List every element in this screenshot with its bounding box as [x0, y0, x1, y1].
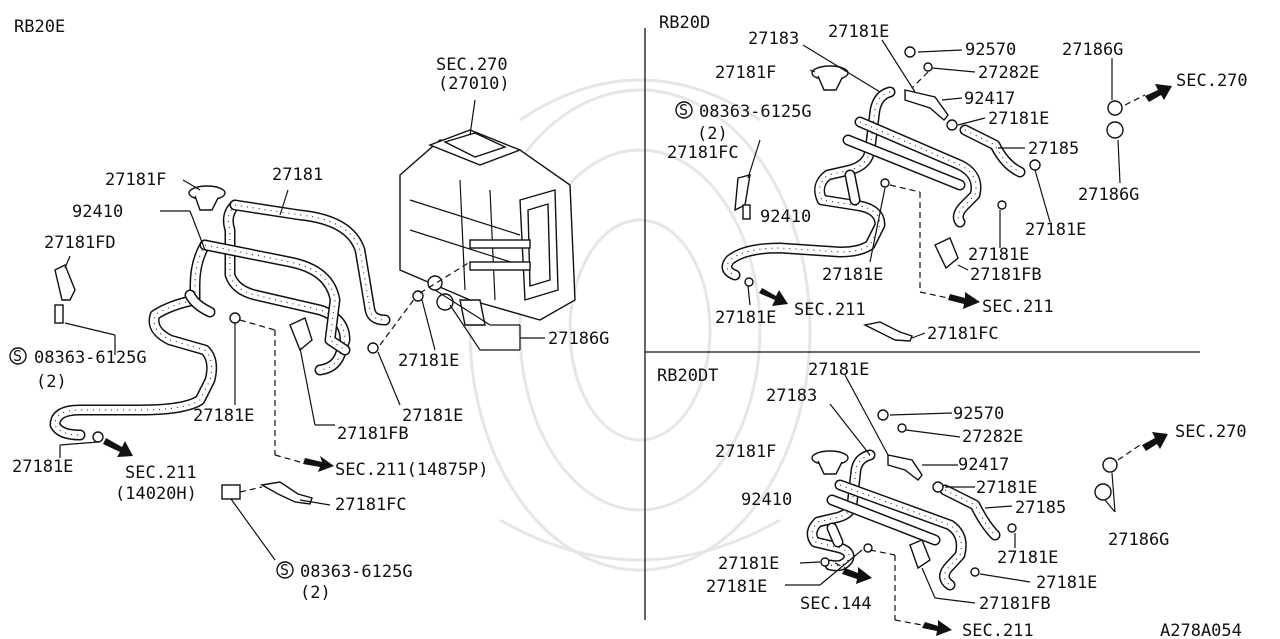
- label-bolt2-qty: (2): [300, 583, 331, 603]
- label-rb20d-27183: 27183: [748, 29, 799, 49]
- leader-lines-rb20d: [747, 39, 1146, 339]
- label-rb20dt-92410: 92410: [741, 490, 792, 510]
- label-sec270-sub: (27010): [438, 74, 510, 94]
- label-rb20dt-27181e-l1: 27181E: [718, 554, 779, 574]
- label-27181fd: 27181FD: [44, 233, 116, 253]
- s-mark-icon: [276, 561, 294, 579]
- label-rb20d-sec211-a: SEC.211: [794, 300, 866, 320]
- label-bolt-qty: (2): [36, 372, 67, 392]
- label-27181f: 27181F: [105, 170, 166, 190]
- label-sec211-a: SEC.211(14875P): [335, 460, 489, 480]
- label-rb20dt-27183: 27183: [766, 386, 817, 406]
- label-rb20dt-92417: 92417: [958, 455, 1009, 475]
- label-27181e-d: 27181E: [12, 457, 73, 477]
- section-title-rb20e: RB20E: [14, 17, 65, 37]
- label-rb20d-27181e-r2: 27181E: [1025, 220, 1086, 240]
- label-rb20d-27181e-m2: 27181E: [968, 245, 1029, 265]
- section-title-rb20d: RB20D: [659, 13, 710, 33]
- label-rb20d-27181e-m: 27181E: [822, 265, 883, 285]
- label-rb20dt-sec144: SEC.144: [800, 594, 872, 614]
- arrow-rb20d-sec211-b: [948, 292, 980, 309]
- label-27186g: 27186G: [548, 329, 609, 349]
- clamp-parts-rb20dt: [811, 409, 1118, 577]
- heater-unit-drawing: [399, 129, 576, 326]
- label-rb20dt-27181e-r3: 27181E: [1036, 573, 1097, 593]
- label-rb20dt-sec270: SEC.270: [1175, 422, 1247, 442]
- label-rb20d-27186g-top: 27186G: [1062, 40, 1123, 60]
- arrow-rb20dt-sec270: [1142, 432, 1168, 451]
- s-mark-letter: S: [13, 347, 22, 365]
- label-rb20d-27181fb: 27181FB: [970, 265, 1042, 285]
- label-bolt2: 08363-6125G: [300, 562, 413, 582]
- hose-92410-rb20e: [49, 239, 351, 441]
- label-sec211-b: SEC.211: [125, 463, 197, 483]
- arrow-rb20dt-sec144: [842, 567, 872, 584]
- label-rb20d-27181fc: 27181FC: [667, 143, 739, 163]
- arrow-sec211-a: [303, 456, 334, 472]
- label-rb20d-92570: 92570: [965, 40, 1016, 60]
- label-sec211-b-sub: (14020H): [115, 484, 197, 504]
- figure-code: A278A054: [1160, 621, 1242, 639]
- label-27181fc: 27181FC: [335, 495, 407, 515]
- label-rb20d-sec270: SEC.270: [1176, 71, 1248, 91]
- s-mark-letter: S: [280, 561, 289, 579]
- label-rb20d-27282e: 27282E: [978, 63, 1039, 83]
- label-rb20dt-27185: 27185: [1015, 498, 1066, 518]
- label-rb20d-27181f: 27181F: [715, 63, 776, 83]
- label-rb20d-27181e-l: 27181E: [715, 308, 776, 328]
- watermark-emblem: [468, 78, 812, 572]
- label-rb20d-bolt-qty: (2): [697, 124, 728, 144]
- clamp-parts-rb20d: [734, 46, 1124, 342]
- label-bolt: 08363-6125G: [34, 348, 147, 368]
- label-rb20d-92410: 92410: [760, 207, 811, 227]
- arrow-rb20d-sec211-a: [759, 288, 788, 306]
- s-mark-icon: [9, 347, 27, 365]
- arrow-sec211-b: [103, 438, 133, 457]
- label-rb20dt-27181e-r2: 27181E: [997, 548, 1058, 568]
- label-rb20dt-92570: 92570: [953, 404, 1004, 424]
- label-rb20d-27181fc2: 27181FC: [927, 324, 999, 344]
- label-rb20d-27186g-bot: 27186G: [1078, 185, 1139, 205]
- label-27181e-a: 27181E: [398, 351, 459, 371]
- label-27181e-c: 27181E: [402, 406, 463, 426]
- label-27181: 27181: [272, 165, 323, 185]
- label-rb20dt-27181e-r1: 27181E: [976, 478, 1037, 498]
- label-rb20d-27181e-r1: 27181E: [988, 109, 1049, 129]
- label-rb20d-bolt: 08363-6125G: [699, 102, 812, 122]
- label-sec270: SEC.270: [436, 55, 508, 75]
- arrow-rb20d-sec270: [1145, 84, 1172, 102]
- hose-27181-rb20e: [222, 199, 391, 376]
- clamp-parts-rb20e: [54, 185, 454, 505]
- label-rb20dt-27181e-top: 27181E: [808, 360, 869, 380]
- arrow-rb20dt-sec211: [922, 620, 952, 636]
- leader-lines-rb20dt: [785, 374, 1141, 626]
- label-rb20d-27181e-top: 27181E: [828, 22, 889, 42]
- s-mark-icon: [675, 101, 693, 119]
- label-rb20dt-27282e: 27282E: [962, 427, 1023, 447]
- label-27181fb: 27181FB: [337, 424, 409, 444]
- section-title-rb20dt: RB20DT: [657, 366, 718, 386]
- label-rb20dt-27181e-l2: 27181E: [706, 577, 767, 597]
- label-rb20dt-27181f: 27181F: [715, 442, 776, 462]
- label-rb20dt-27181fb: 27181FB: [979, 594, 1051, 614]
- label-rb20d-sec211-b: SEC.211: [982, 297, 1054, 317]
- label-rb20dt-sec211: SEC.211: [962, 621, 1034, 639]
- label-92410: 92410: [72, 202, 123, 222]
- leader-lines-rb20e: [59, 99, 545, 561]
- hoses-rb20d: [721, 86, 1026, 281]
- label-rb20dt-27186g: 27186G: [1108, 530, 1169, 550]
- hoses-rb20dt: [806, 449, 1001, 591]
- label-rb20d-27185: 27185: [1028, 139, 1079, 159]
- s-mark-letter: S: [679, 101, 688, 119]
- label-rb20d-92417: 92417: [964, 89, 1015, 109]
- label-27181e-b: 27181E: [193, 406, 254, 426]
